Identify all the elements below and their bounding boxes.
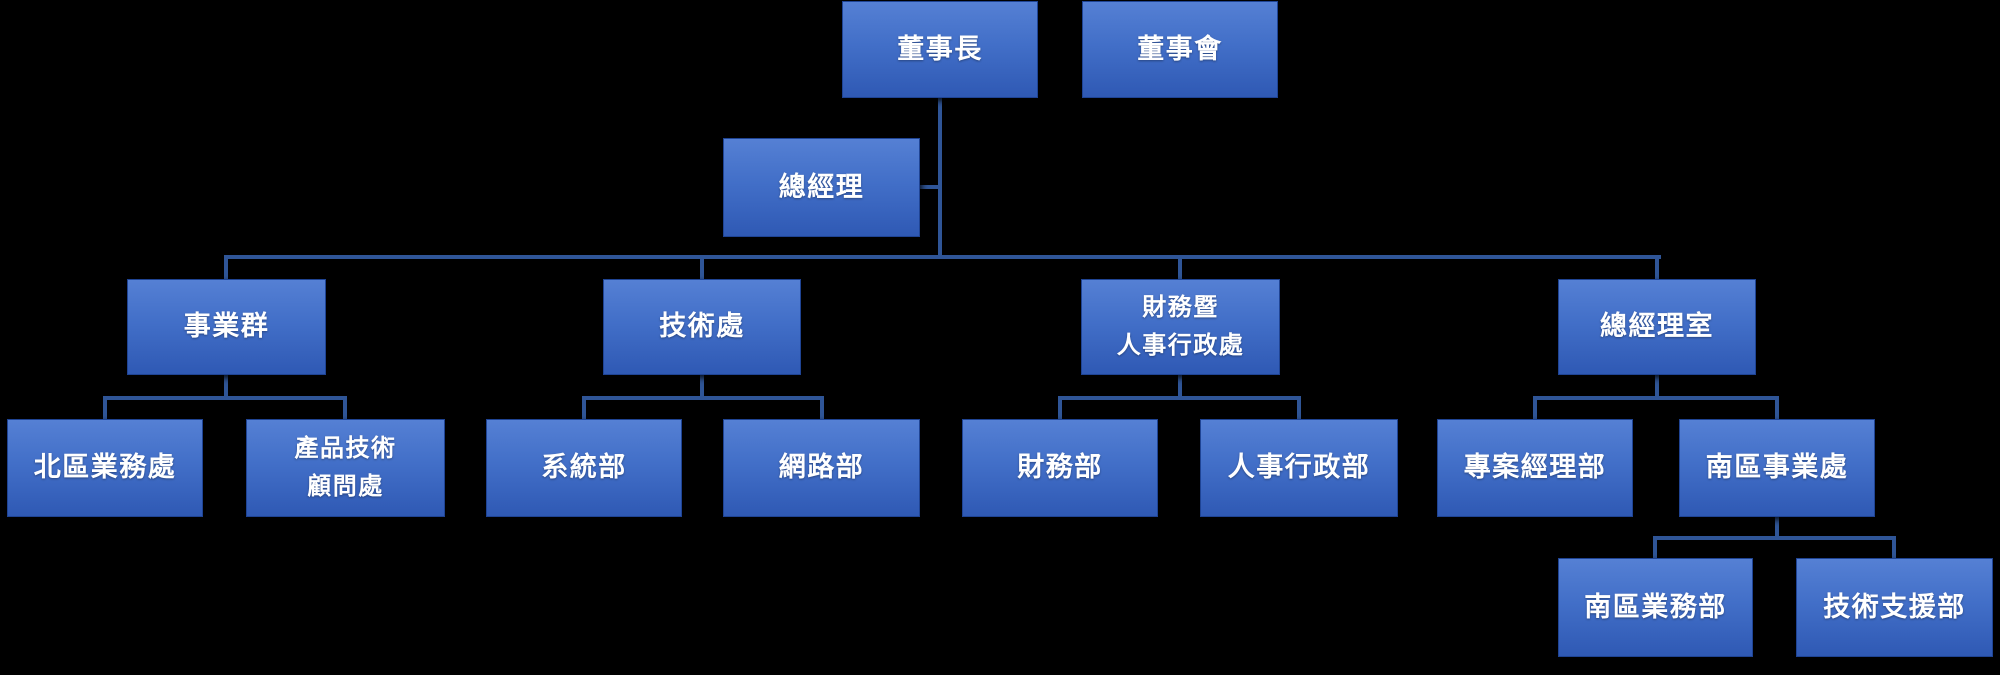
org-node-project-manager-dept[interactable]: 專案經理部 (1437, 419, 1633, 517)
connector-line (938, 97, 942, 259)
connector-line (1533, 396, 1779, 400)
connector-line (920, 185, 942, 189)
org-node-systems-dept[interactable]: 系統部 (486, 419, 682, 517)
org-node-south-sales-dept[interactable]: 南區業務部 (1558, 558, 1753, 657)
connector-line (224, 257, 228, 279)
org-node-label: 事業群 (183, 311, 270, 342)
connector-line (1775, 398, 1779, 419)
connector-line (1533, 398, 1537, 419)
connector-line (224, 255, 1661, 259)
org-node-product-tech-consulting[interactable]: 產品技術 顧問處 (246, 419, 445, 517)
connector-line (820, 398, 824, 419)
org-node-north-sales-division[interactable]: 北區業務處 (7, 419, 203, 517)
org-node-finance-dept[interactable]: 財務部 (962, 419, 1158, 517)
org-node-label: 財務部 (1017, 452, 1103, 483)
connector-line (1653, 536, 1896, 540)
connector-line (582, 398, 586, 419)
org-node-label: 總經理室 (1600, 311, 1714, 342)
org-node-label: 系統部 (541, 452, 627, 483)
org-node-technology-division[interactable]: 技術處 (603, 279, 801, 375)
org-node-south-business-division[interactable]: 南區事業處 (1679, 419, 1875, 517)
org-node-label: 技術處 (659, 311, 745, 342)
org-node-hr-admin-dept[interactable]: 人事行政部 (1200, 419, 1398, 517)
connector-line (700, 375, 704, 400)
connector-line (582, 396, 824, 400)
org-node-label: 董事會 (1137, 33, 1223, 64)
connector-line (1178, 257, 1182, 279)
org-node-general-manager[interactable]: 總經理 (723, 138, 920, 237)
org-node-network-dept[interactable]: 網路部 (723, 419, 920, 517)
org-node-gm-office[interactable]: 總經理室 (1558, 279, 1756, 375)
connector-line (1655, 375, 1659, 400)
org-node-label: 產品技術 顧問處 (294, 434, 397, 500)
connector-line (1297, 398, 1301, 419)
connector-line (1058, 396, 1301, 400)
org-node-label: 南區事業處 (1705, 452, 1849, 483)
org-node-label: 專案經理部 (1463, 452, 1607, 483)
org-node-label: 人事行政部 (1227, 452, 1371, 483)
org-node-chairman[interactable]: 董事長 (842, 1, 1038, 98)
org-node-label: 北區業務處 (33, 452, 177, 483)
connector-line (1178, 375, 1182, 400)
connector-line (1655, 257, 1659, 279)
connector-line (700, 257, 704, 279)
org-node-label: 技術支援部 (1823, 591, 1966, 622)
connector-line (103, 396, 347, 400)
org-node-label: 南區業務部 (1584, 591, 1727, 622)
org-node-label: 總經理 (778, 171, 865, 202)
org-node-label: 財務暨 人事行政處 (1116, 293, 1245, 359)
org-node-label: 董事長 (897, 33, 983, 64)
org-node-business-group[interactable]: 事業群 (127, 279, 326, 375)
org-node-label: 網路部 (778, 452, 865, 483)
org-node-finance-hr-division[interactable]: 財務暨 人事行政處 (1081, 279, 1280, 375)
connector-line (343, 398, 347, 419)
org-node-tech-support-dept[interactable]: 技術支援部 (1796, 558, 1993, 657)
connector-line (1058, 398, 1062, 419)
connector-line (1653, 538, 1657, 558)
connector-line (224, 375, 228, 400)
connector-line (1775, 517, 1779, 540)
connector-line (103, 398, 107, 419)
org-node-board-of-directors[interactable]: 董事會 (1082, 1, 1278, 98)
connector-line (1892, 538, 1896, 558)
